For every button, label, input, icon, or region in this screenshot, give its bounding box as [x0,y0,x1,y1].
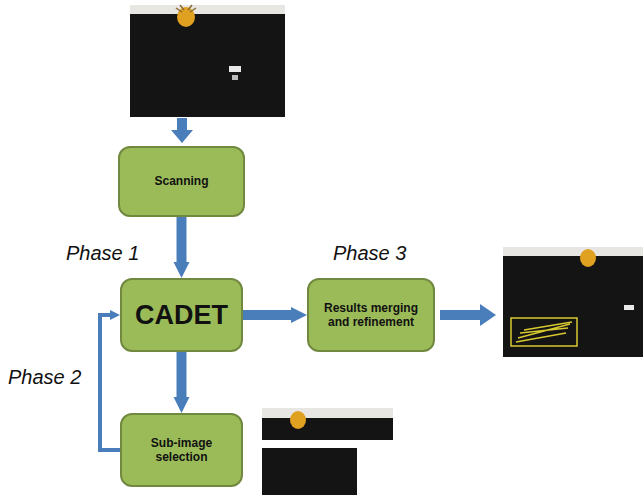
box-text: Results merging and refinement [317,301,425,330]
flow-arrow [177,217,187,262]
box-text: Scanning [154,174,208,188]
process-box: Sub-image selection [120,413,243,487]
process-box: CADET [120,278,243,352]
flow-arrow [100,315,120,450]
input-photo [130,5,285,117]
phase-label: Phase 3 [333,242,406,265]
phase-label: Phase 2 [8,366,81,389]
input-arrow [171,118,193,143]
box-text: CADET [135,299,228,331]
process-box: Results merging and refinement [307,278,435,352]
flow-arrow [243,310,291,320]
process-box: Scanning [118,146,245,217]
sub-image-1 [262,408,393,440]
sub-image-2 [262,448,357,495]
flow-arrow [177,352,187,397]
box-text: Sub-image selection [130,436,233,465]
output-arrow [440,304,496,326]
output-photo [503,247,643,357]
phase-label: Phase 1 [66,242,139,265]
